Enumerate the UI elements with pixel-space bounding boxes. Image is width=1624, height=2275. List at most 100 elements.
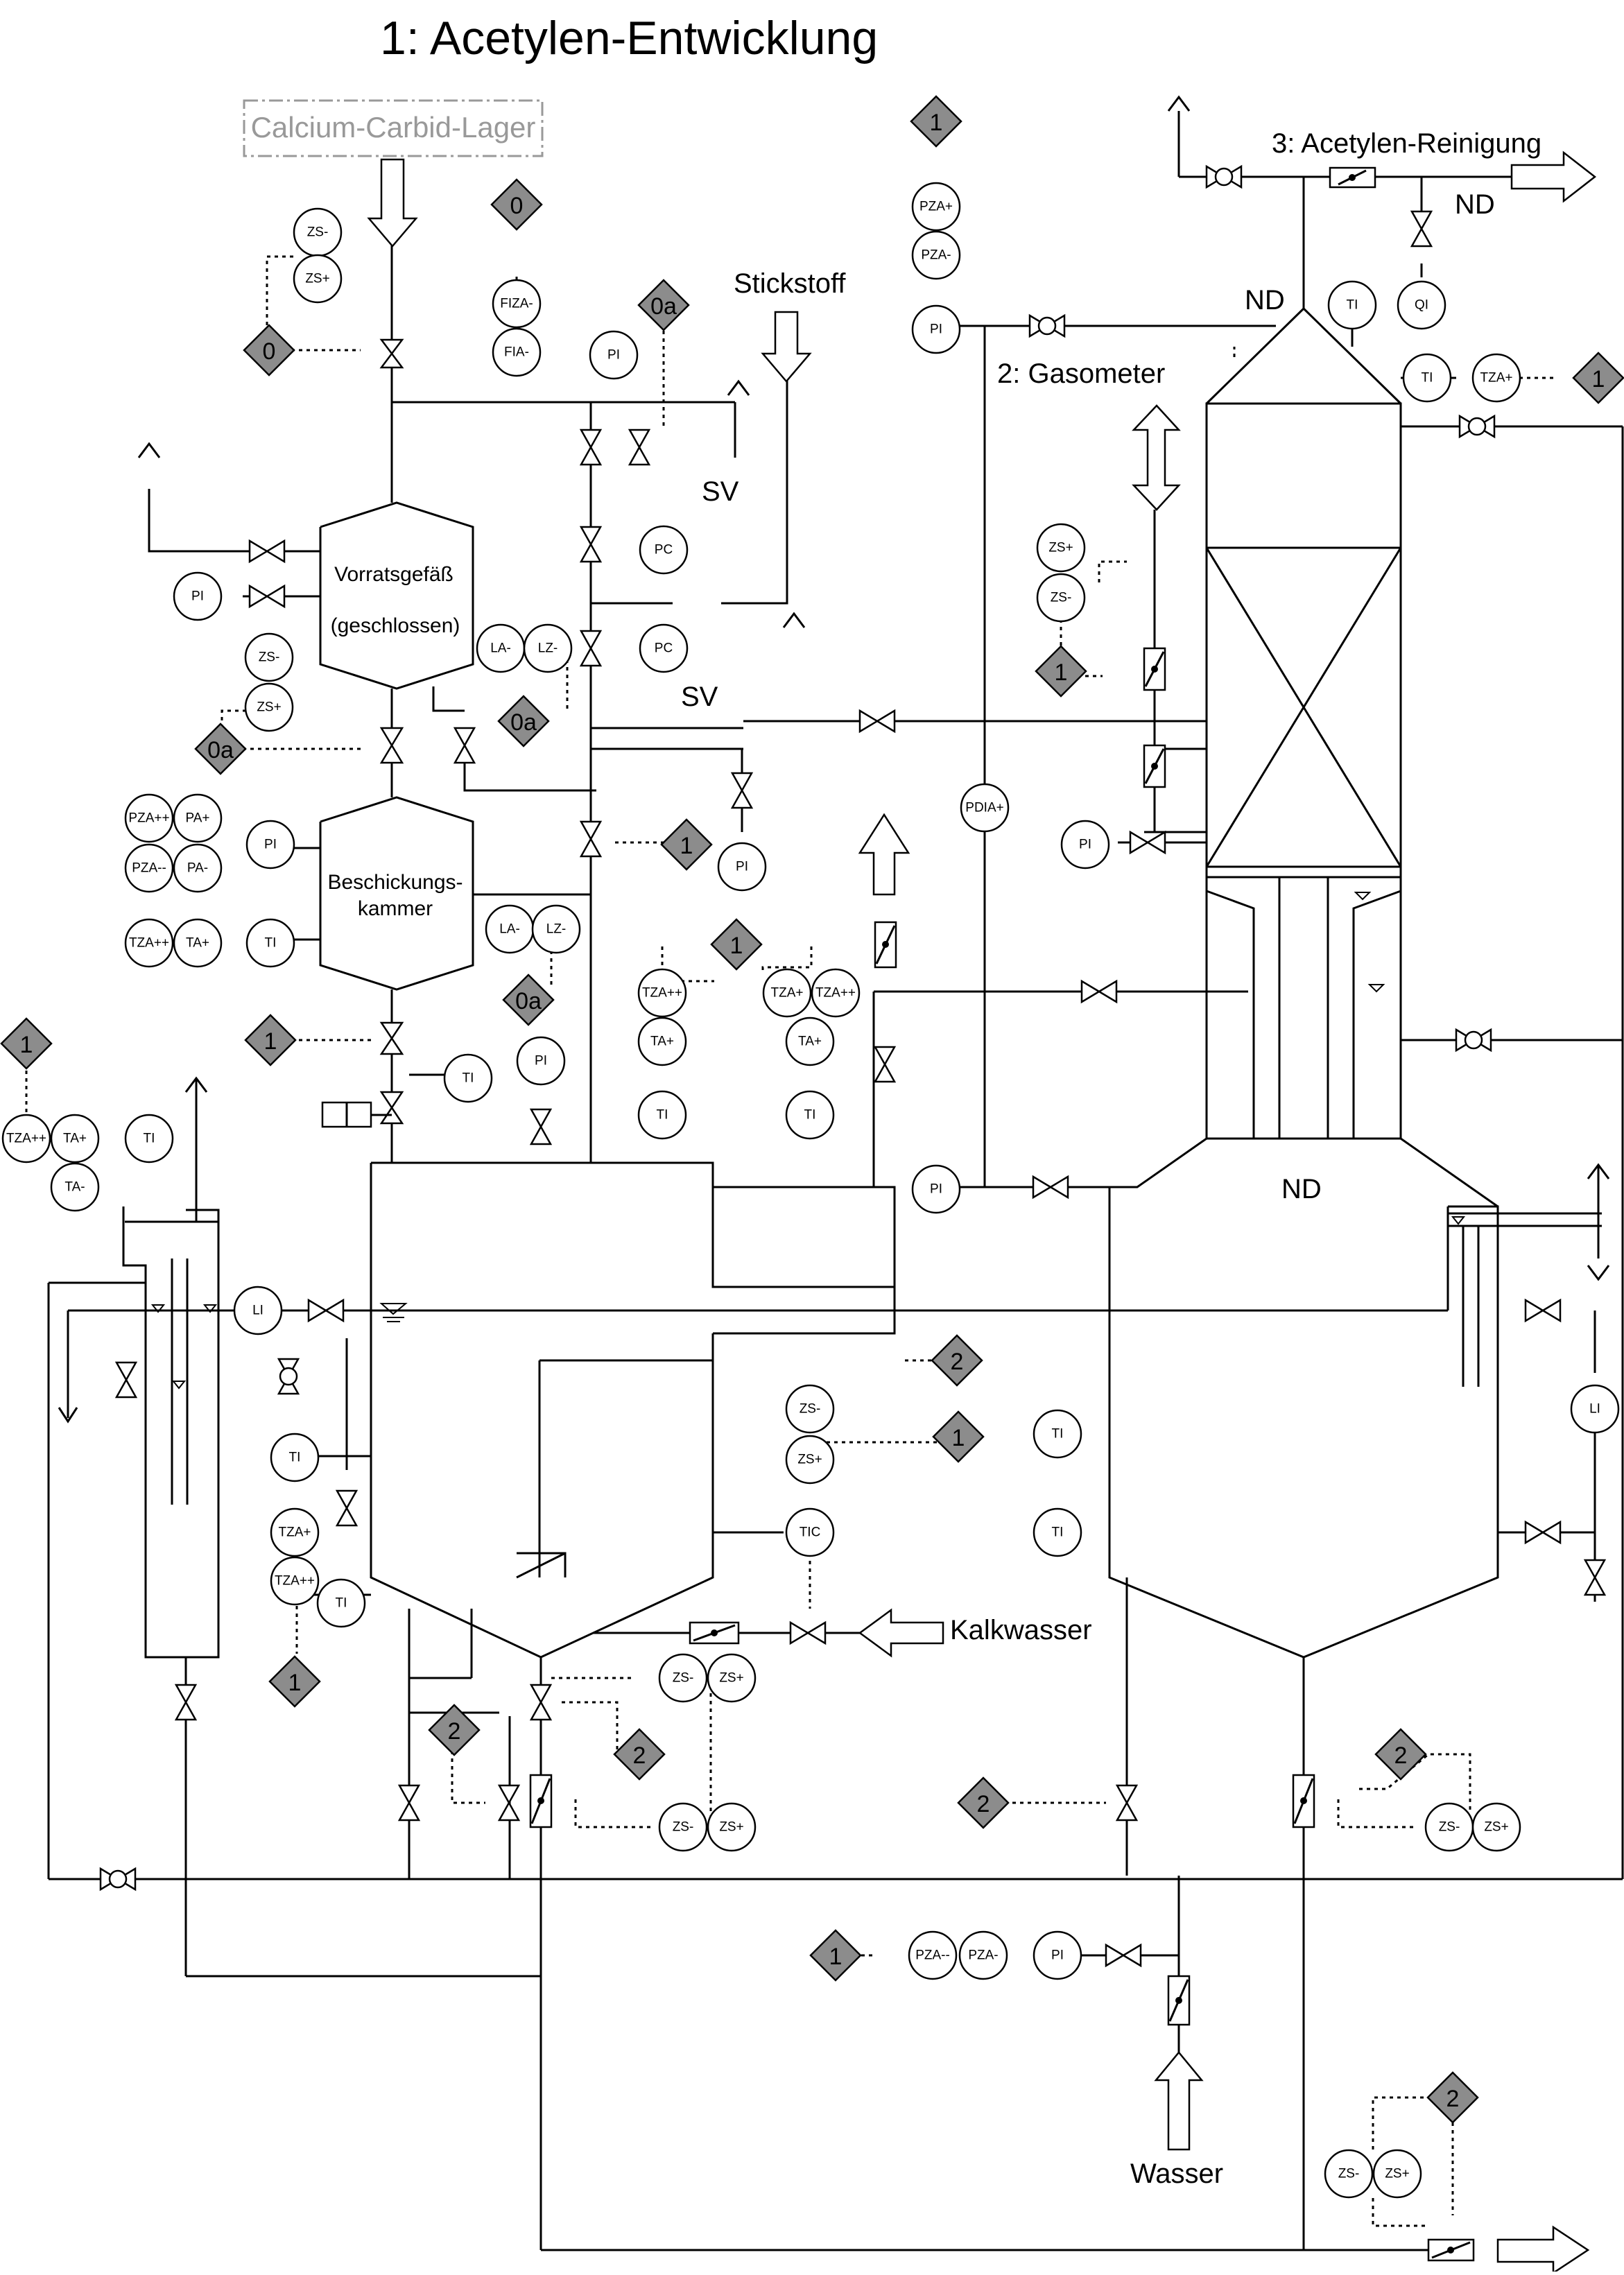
valve-left-bottom[interactable] <box>174 1684 198 1721</box>
valve-vorrat-out[interactable] <box>379 727 404 764</box>
nd-label-gasometer-bottom: ND <box>1281 1174 1322 1204</box>
valve-pc2[interactable] <box>579 630 603 667</box>
valve-pc1[interactable] <box>579 526 603 563</box>
valve-gen-l1[interactable] <box>397 1784 421 1822</box>
instrument-label: ZS+ <box>1484 1820 1508 1835</box>
gasometer-control-2[interactable] <box>1143 744 1166 788</box>
wasser-control[interactable] <box>1167 1975 1191 2026</box>
check-valve-bottom-left[interactable] <box>99 1867 137 1892</box>
instrument-zs-minus-vorrat: ZS- <box>244 632 294 682</box>
interlock-d-1-w: 1 <box>809 1929 862 1982</box>
interlock-d-0a-lz2: 0a <box>502 974 555 1026</box>
valve-sv2[interactable] <box>730 772 754 809</box>
instrument-label: LA- <box>499 922 520 937</box>
interlock-d-1-besch: 1 <box>244 1014 297 1066</box>
interlock-label: 1 <box>930 110 943 136</box>
valve-right-1[interactable] <box>1524 1298 1562 1323</box>
instrument-label: PI <box>1051 1948 1064 1963</box>
check-valve-gasometer-top[interactable] <box>1458 414 1496 439</box>
instrument-pza-minus-minus-w: PZA-- <box>908 1930 958 1980</box>
stickstoff-label: Stickstoff <box>734 268 846 299</box>
instrument-label: PDIA+ <box>965 801 1003 815</box>
gen-vent-control[interactable] <box>874 921 897 969</box>
valve-vorrat-vent[interactable] <box>248 539 286 564</box>
instrument-label: TZA++ <box>642 986 682 1001</box>
instrument-tza-b1: TZA+ <box>762 968 812 1018</box>
valve-qi[interactable] <box>1410 210 1433 248</box>
instrument-label: ZS- <box>1051 591 1072 605</box>
instrument-label: PZA- <box>968 1948 998 1963</box>
kalkwasser-arrow <box>858 1608 944 1658</box>
stickstoff-arrow <box>761 311 812 383</box>
instrument-zs-plus-feed: ZS+ <box>293 254 343 304</box>
instrument-label: TI <box>804 1108 816 1123</box>
kalkwasser-control[interactable] <box>689 1621 740 1645</box>
valve-gen-vent[interactable] <box>873 1046 897 1083</box>
check-valve-li-left[interactable] <box>277 1358 300 1395</box>
valve-li-left[interactable] <box>307 1298 345 1323</box>
valve-pi-mid[interactable] <box>529 1108 553 1145</box>
instrument-pi-w: PI <box>1033 1930 1082 1980</box>
check-valve-gasometer-inlet[interactable] <box>1028 313 1066 338</box>
instrument-la-2: LA- <box>485 904 535 954</box>
interlock-label: 1 <box>264 1028 277 1055</box>
valve-gen-r[interactable] <box>1115 1784 1139 1822</box>
besch-drive[interactable] <box>321 1101 392 1128</box>
valve-top-2[interactable] <box>628 429 651 466</box>
interlock-d-2-gen: 2 <box>931 1334 983 1387</box>
interlock-label: 0a <box>510 709 537 736</box>
valve-besch-in[interactable] <box>579 820 603 858</box>
interlock-d-0-top: 0 <box>490 178 543 231</box>
interlock-label: 0a <box>207 737 234 763</box>
valve-gen-link[interactable] <box>1080 979 1118 1004</box>
instrument-label: ZS+ <box>305 272 329 286</box>
carbide-store: Calcium-Carbid-Lager <box>243 99 544 157</box>
instrument-label: PA+ <box>185 811 209 826</box>
instrument-zs-plus-out1: ZS+ <box>707 1653 757 1703</box>
instrument-label: FIA- <box>504 345 529 360</box>
instrument-label: TI <box>463 1071 474 1086</box>
instrument-label: TI <box>144 1132 155 1146</box>
interlock-label: 0 <box>510 193 524 219</box>
instrument-pi-besch: PI <box>245 820 295 870</box>
gasometer-control-1[interactable] <box>1143 647 1166 691</box>
instrument-ti-r2: TI <box>1033 1507 1082 1557</box>
interlock-label: 1 <box>680 833 693 859</box>
interlock-label: 2 <box>633 1742 646 1769</box>
valve-besch-out[interactable] <box>379 1021 404 1055</box>
interlock-d-2-left: 2 <box>428 1704 481 1756</box>
check-valve-reinigung[interactable] <box>1205 164 1243 189</box>
valve-vorrat-pi[interactable] <box>248 584 286 609</box>
check-valve-gasometer-mid[interactable] <box>1455 1028 1492 1053</box>
valve-besch-out-2[interactable] <box>379 1091 404 1125</box>
valve-gasometer-link[interactable] <box>858 709 896 734</box>
valve-pi-g3[interactable] <box>1129 830 1166 855</box>
gen-outlet-control-r[interactable] <box>1292 1774 1315 1828</box>
valve-top-1[interactable] <box>579 429 603 466</box>
instrument-label: PI <box>191 589 204 604</box>
carbide-store-label: Calcium-Carbid-Lager <box>251 111 536 144</box>
valve-w[interactable] <box>1105 1943 1142 1968</box>
valve-pi-nd[interactable] <box>1032 1175 1069 1200</box>
valve-ti-line[interactable] <box>335 1489 359 1527</box>
gasometer-label: 2: Gasometer <box>997 358 1165 389</box>
valve-right-3[interactable] <box>1583 1559 1607 1596</box>
instrument-label: TI <box>1052 1525 1064 1540</box>
valve-left-drain[interactable] <box>114 1361 138 1399</box>
instrument-label: ZS- <box>1338 2167 1360 2181</box>
gasometer-outlet-valve[interactable] <box>1329 166 1376 189</box>
gen-outlet-control[interactable] <box>529 1774 553 1828</box>
instrument-lz-2: LZ- <box>531 904 581 954</box>
gasometer-lift-arrow <box>1132 404 1181 511</box>
valve-right-2[interactable] <box>1524 1520 1562 1545</box>
valve-bypass[interactable] <box>453 727 476 764</box>
valve-feed[interactable] <box>379 338 404 369</box>
bottom-outlet-control[interactable] <box>1427 2238 1475 2262</box>
valve-kalkwasser[interactable] <box>789 1620 827 1645</box>
valve-gen-l2[interactable] <box>497 1784 521 1822</box>
instrument-label: TI <box>657 1108 668 1123</box>
instrument-qi-g: QI <box>1397 280 1446 330</box>
valve-gen-bottom[interactable] <box>529 1684 553 1721</box>
check-valves <box>99 164 1496 1892</box>
nd-label-top: ND <box>1455 189 1495 220</box>
